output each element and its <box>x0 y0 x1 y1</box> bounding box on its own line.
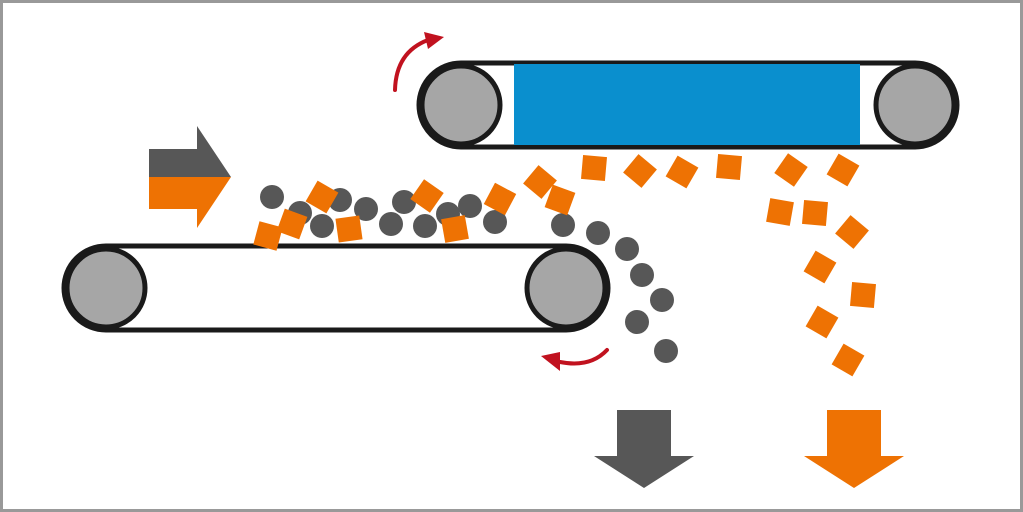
rotation-arrow-bottom-curve <box>558 348 609 366</box>
orange-particle <box>835 215 869 249</box>
feed-arrow-icon <box>149 126 231 228</box>
orange-particle <box>766 198 794 226</box>
orange-particle <box>276 208 308 240</box>
gray-particle <box>654 339 678 363</box>
orange-particle <box>335 215 363 243</box>
orange-particle <box>623 154 657 188</box>
gray-particle <box>260 185 284 209</box>
feed-conveyor-belt <box>61 243 611 333</box>
rotation-arrow-top-head <box>424 32 444 49</box>
orange-particles <box>253 153 877 377</box>
orange-particle <box>826 153 860 187</box>
orange-particle <box>801 199 829 227</box>
orange-particle <box>805 305 839 339</box>
gray-particle <box>551 213 575 237</box>
gray-particle <box>392 190 416 214</box>
gray-particle <box>379 212 403 236</box>
gray-particles <box>260 185 678 363</box>
gray-particle <box>310 214 334 238</box>
orange-particle <box>774 153 808 187</box>
magnet-conveyor <box>416 60 960 150</box>
rotation-arrow-top-curve <box>393 38 430 92</box>
orange-particle <box>523 165 557 199</box>
feed-arrow-bottom-half <box>149 177 231 228</box>
orange-particle <box>849 281 877 309</box>
gray-particle <box>630 263 654 287</box>
gray-particle <box>615 237 639 261</box>
feed-conveyor <box>61 243 611 333</box>
orange-particle <box>831 343 865 377</box>
feed-conveyor-right-roller <box>524 246 608 330</box>
magnet-conveyor-right-roller <box>873 63 957 147</box>
rotation-arrow-icon <box>541 348 609 371</box>
feed-conveyor-left-roller <box>64 246 148 330</box>
magnet-block <box>514 64 860 145</box>
orange-particle <box>544 184 576 216</box>
orange-particle <box>305 180 339 214</box>
rotation-arrow-icon <box>393 32 444 92</box>
gray-output-arrow-icon <box>594 410 694 488</box>
orange-particle <box>253 221 283 251</box>
orange-particle <box>803 250 837 284</box>
gray-particle <box>458 194 482 218</box>
orange-particle <box>410 179 444 213</box>
gray-particle <box>625 310 649 334</box>
gray-particle <box>413 214 437 238</box>
gray-particle <box>483 210 507 234</box>
gray-particle <box>650 288 674 312</box>
rotation-arrow-bottom-head <box>541 352 560 371</box>
orange-particle <box>665 155 699 189</box>
orange-particle <box>580 154 608 182</box>
orange-particle <box>715 153 743 181</box>
magnet-conveyor-left-roller <box>419 63 503 147</box>
orange-output-arrow-icon <box>804 410 904 488</box>
orange-particle <box>441 215 469 243</box>
gray-particle <box>586 221 610 245</box>
feed-arrow-top-half <box>149 126 231 177</box>
gray-particle <box>354 197 378 221</box>
orange-particle <box>483 182 517 216</box>
